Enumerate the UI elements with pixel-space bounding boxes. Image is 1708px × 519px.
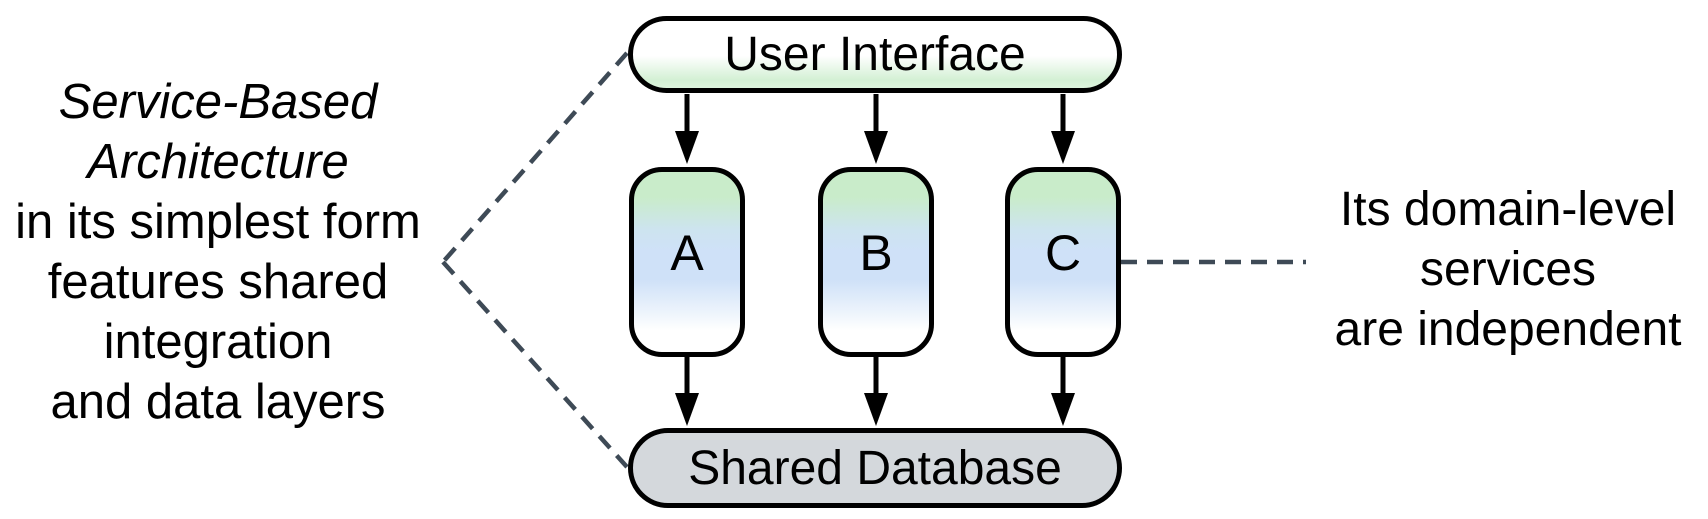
service-a-label: A: [670, 225, 704, 281]
left-annotation-line: Service-Based: [58, 75, 378, 129]
shared-database-label: Shared Database: [688, 441, 1062, 495]
right-annotation: Its domain-level services are independen…: [1312, 180, 1704, 360]
arrow-ui-to-service-c: [1051, 94, 1075, 164]
service-box-a: A: [629, 167, 745, 357]
shared-database-box: Shared Database: [628, 428, 1122, 508]
left-annotation-line: integration: [103, 315, 333, 369]
left-annotation-line: and data layers: [50, 375, 386, 429]
arrow-ui-to-service-b: [864, 94, 888, 164]
dashed-line-left-lower: [441, 260, 629, 469]
service-box-c: C: [1005, 167, 1121, 357]
dashed-line-left-upper: [441, 51, 629, 264]
service-box-b: B: [818, 167, 934, 357]
left-annotation-line: Architecture: [87, 135, 349, 189]
left-annotation-line: in its simplest form: [15, 195, 421, 249]
right-annotation-line: services: [1419, 243, 1597, 296]
arrow-service-a-to-database: [675, 356, 699, 426]
arrow-ui-to-service-a: [675, 94, 699, 164]
user-interface-label: User Interface: [724, 28, 1026, 81]
left-annotation: Service-Based Architecture in its simple…: [0, 72, 436, 432]
service-c-label: C: [1044, 225, 1082, 281]
right-annotation-line: are independent: [1334, 303, 1682, 356]
arrow-service-b-to-database: [864, 356, 888, 426]
left-annotation-line: features shared: [47, 255, 389, 309]
user-interface-box: User Interface: [628, 16, 1122, 93]
right-annotation-line: Its domain-level: [1339, 183, 1677, 236]
arrow-service-c-to-database: [1051, 356, 1075, 426]
service-b-label: B: [859, 225, 893, 281]
